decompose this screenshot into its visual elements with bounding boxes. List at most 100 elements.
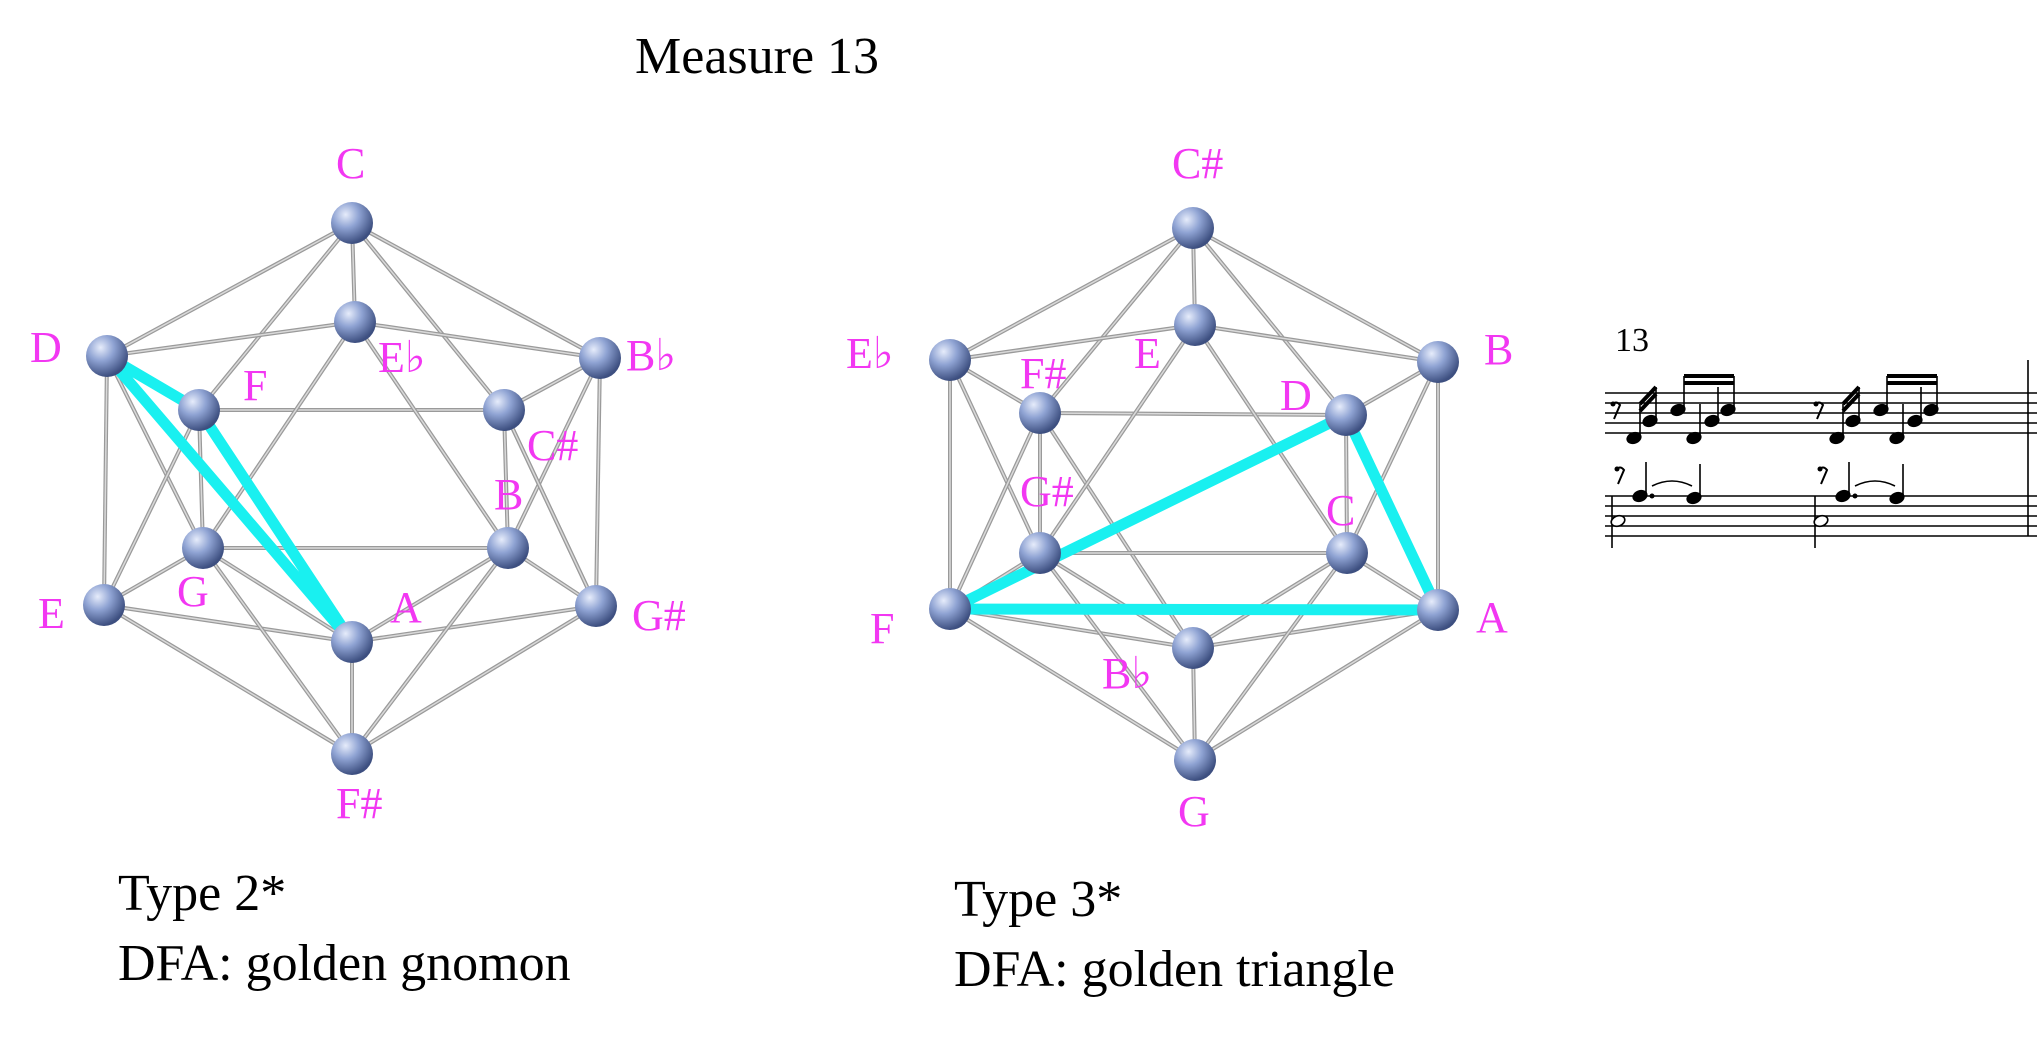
node-labels: C E♭ D F B♭ C# B G A E G# F# (30, 139, 686, 828)
node-bb (1172, 627, 1214, 669)
edge-shine (949, 359, 1041, 554)
highlight-triangle (101, 350, 358, 648)
edge-shine (1194, 609, 1439, 761)
label-node-cs: C# (527, 421, 578, 470)
edge-shine (351, 605, 597, 643)
node-labels: C# E E♭ F# B D G# C F A B♭ G (846, 139, 1513, 836)
node-f (178, 389, 220, 431)
notes (1610, 374, 1939, 528)
edge-shine (503, 409, 597, 607)
node-fs (331, 733, 373, 775)
label-node-eb: E♭ (378, 333, 426, 382)
edge-shine (1192, 227, 1439, 363)
page-title: Measure 13 (635, 28, 879, 85)
edge-shine (1192, 227, 1347, 416)
label-node-a: A (390, 583, 422, 632)
icosahedron-edges (948, 226, 1440, 762)
edge-shine (1039, 552, 1194, 649)
edge-shine (1194, 324, 1439, 363)
edge-shine (103, 355, 108, 606)
edge-shine (1039, 324, 1196, 554)
node-a (331, 621, 373, 663)
label-node-fs: F# (1020, 349, 1066, 398)
label-node-fs: F# (336, 779, 382, 828)
label-node-f: F (870, 604, 894, 653)
dot (1852, 493, 1858, 499)
node-a (1417, 589, 1459, 631)
beam (1638, 385, 1658, 406)
edge-shine (1039, 552, 1196, 761)
label-node-e: E (1134, 329, 1161, 378)
edge-shine (103, 604, 353, 755)
caption-dfa-gnomon: DFA: golden gnomon (118, 935, 571, 992)
label-node-c: C (1326, 486, 1355, 535)
node-e (1174, 304, 1216, 346)
edge-shine (1039, 227, 1194, 414)
edge-shine (949, 608, 1196, 761)
icosahedron-nodes (929, 207, 1459, 781)
label-node-bb: B♭ (1102, 649, 1152, 698)
node-eb (929, 339, 971, 381)
edge-shine (1345, 414, 1348, 554)
edge-shine (198, 409, 204, 549)
node-cs (1172, 207, 1214, 249)
edge-shine (949, 324, 1196, 361)
edge-shine (949, 412, 1041, 610)
measure-number: 13 (1615, 322, 1649, 359)
label-node-gs: G# (632, 591, 686, 640)
edge-shine (106, 355, 204, 549)
label-node-b: B (1484, 325, 1513, 374)
dot (1649, 493, 1655, 499)
label-node-eb: E♭ (846, 329, 894, 378)
edge-shine (351, 605, 597, 755)
staff-lines (1605, 360, 2037, 548)
icosahedron-nodes (83, 202, 621, 775)
edge-shine (354, 321, 601, 359)
notehead (1610, 514, 1626, 528)
edge-shine (103, 604, 353, 643)
edge-shine (202, 547, 353, 755)
label-node-bb: B♭ (626, 331, 676, 380)
icosahedron-type2: C E♭ D F B♭ C# B G A E G# F# (30, 139, 686, 828)
edge-shine (106, 222, 353, 357)
label-node-b: B (494, 470, 523, 519)
edge-shine (202, 547, 353, 643)
label-node-cs: C# (1172, 139, 1223, 188)
node-cs (483, 389, 525, 431)
edge-shine (351, 222, 601, 359)
caption-type2: Type 2* (118, 865, 286, 922)
edge-shine (1192, 609, 1439, 649)
node-c (1326, 532, 1368, 574)
label-node-d: D (1280, 371, 1312, 420)
tie (1651, 480, 1693, 487)
edge-shine (507, 357, 601, 549)
notehead (1813, 514, 1829, 528)
node-gs (575, 585, 617, 627)
node-fs (1019, 392, 1061, 434)
label-node-e: E (38, 589, 65, 638)
edge-shine (351, 222, 505, 411)
rest-dot (1610, 401, 1616, 407)
label-node-a: A (1476, 593, 1508, 642)
node-c (331, 202, 373, 244)
highlight-triangle (944, 409, 1444, 616)
edge-shine (1192, 552, 1348, 649)
edge-shine (1194, 552, 1348, 761)
edge-shine (351, 547, 509, 755)
rest-dot (1813, 401, 1819, 407)
node-gs (1019, 532, 1061, 574)
icosahedron-type3: C# E E♭ F# B D G# C F A B♭ G (846, 139, 1513, 836)
edge-shine (1194, 324, 1348, 554)
rest-dot (1614, 466, 1620, 472)
label-node-g: G (177, 567, 209, 616)
label-node-gs: G# (1020, 467, 1074, 516)
music-score-measure: 13 (1605, 322, 2037, 548)
highlight-triangle-golden-gnomon (101, 350, 358, 648)
edge-shine (202, 321, 356, 549)
node-e (83, 584, 125, 626)
caption-type3: Type 3* (954, 871, 1122, 928)
beam (1841, 392, 1861, 413)
node-b (1417, 341, 1459, 383)
edge-shine (595, 357, 601, 607)
